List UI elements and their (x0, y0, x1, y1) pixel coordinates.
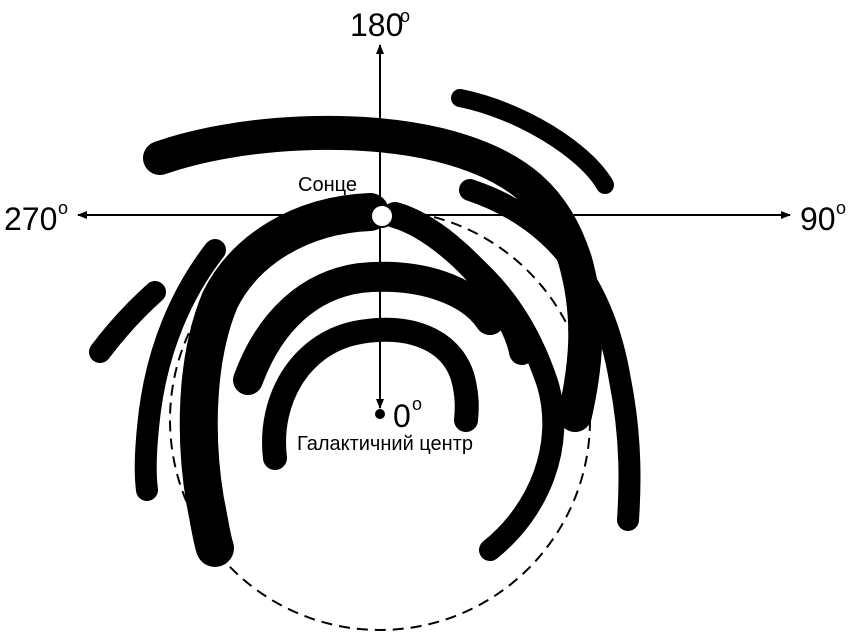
label-180-degree: o (400, 6, 410, 26)
galactic-center-dot (375, 409, 385, 419)
spiral-arms (89, 89, 641, 567)
label-180: 180 (350, 7, 403, 43)
spiral-arm-inner (262, 317, 479, 470)
spiral-arm-outer-top (143, 115, 603, 432)
label-0: 0 (393, 398, 411, 434)
label-90: 90 (800, 201, 836, 237)
spiral-arm-right-long (459, 179, 641, 531)
label-270-degree: o (58, 198, 68, 218)
label-0-degree: o (412, 394, 422, 414)
sun-marker (370, 204, 394, 228)
spiral-arm-middle (233, 261, 505, 395)
spiral-arm-sun-right (382, 202, 535, 365)
spiral-arm-far-right (451, 89, 614, 194)
sun-label: Сонце (298, 174, 357, 196)
axes (77, 44, 791, 409)
galactic-center-label: Галактичний центр (297, 433, 473, 455)
spiral-arm-outer-left (134, 239, 226, 501)
label-90-degree: o (836, 198, 846, 218)
spiral-arm-sun-arm (179, 193, 389, 567)
spiral-arm-left-fragment (89, 281, 166, 363)
label-270: 270 (4, 201, 57, 237)
